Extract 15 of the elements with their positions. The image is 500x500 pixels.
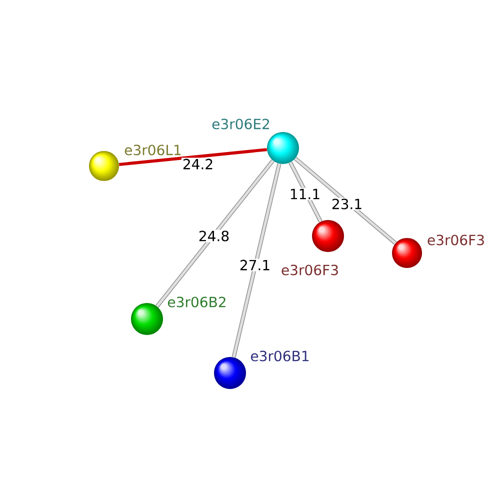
node-label: e3r06B2 [168,296,226,308]
node-label: e3r06L1 [124,144,181,156]
distance-label: 24.8 [197,230,231,242]
connector-line [232,163,282,358]
connector-line [118,148,268,166]
node-label: e3r06E2 [212,118,270,130]
distance-label: 11.1 [288,188,322,200]
node-label: e3r06B1 [250,350,308,362]
distance-label: 24.2 [181,158,215,170]
node-label: e3r06F3 [428,234,484,246]
connector-line [294,156,397,245]
connector-line [156,159,274,308]
distance-label: 27.1 [238,258,272,272]
distance-label: 23.1 [330,198,364,210]
node-label: e3r06F3 [282,264,338,276]
